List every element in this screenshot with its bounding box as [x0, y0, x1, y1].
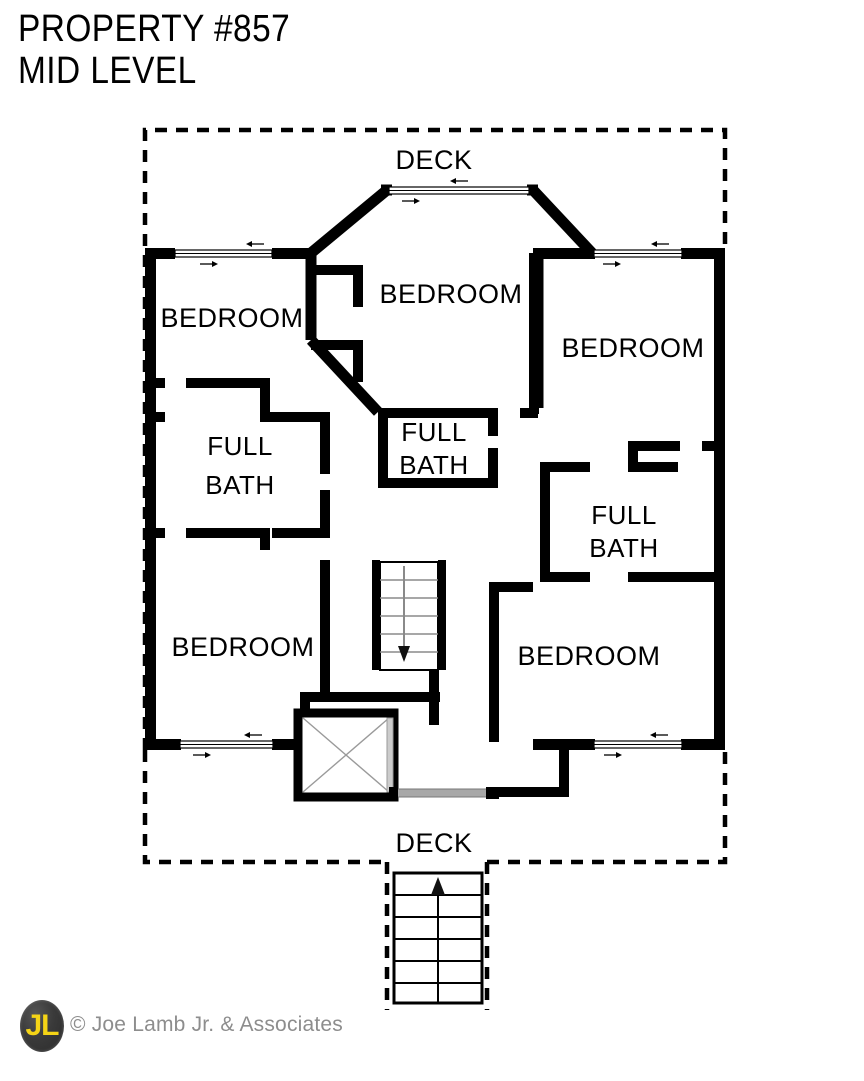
exterior-stair-side-rails	[384, 862, 490, 1010]
room-label-full-bath-left-line1: FULL	[207, 431, 273, 461]
room-label-full-bath-left-line2: BATH	[205, 470, 274, 500]
copyright-text: © Joe Lamb Jr. & Associates	[70, 1013, 343, 1036]
footer: JL © Joe Lamb Jr. & Associates	[20, 1000, 343, 1052]
room-label-bedroom-top-center: BEDROOM	[379, 279, 522, 309]
room-label-bedroom-top-right: BEDROOM	[561, 333, 704, 363]
slider-top-left-bedroom	[174, 241, 273, 267]
room-label-full-bath-right-line2: BATH	[589, 533, 658, 563]
deck-label-bottom: DECK	[395, 828, 472, 858]
deck-label-top: DECK	[395, 145, 472, 175]
interior-stair	[372, 560, 446, 671]
slider-top-right-bedroom	[593, 241, 683, 267]
room-label-full-bath-right-line1: FULL	[591, 500, 657, 530]
logo-initials: JL	[25, 1009, 59, 1042]
storage-closet	[293, 708, 399, 802]
page-title: PROPERTY #857 MID LEVEL	[18, 8, 518, 92]
deck-outline-top	[142, 127, 728, 750]
slider-bottom-right-bedroom	[593, 732, 683, 758]
center-bedroom-closet-walls	[311, 265, 363, 382]
title-line-property: PROPERTY #857	[18, 8, 291, 50]
slider-bottom-left-bedroom	[179, 732, 274, 758]
deck-outline-bottom	[142, 750, 728, 865]
room-label-bedroom-top-left: BEDROOM	[160, 303, 303, 333]
room-label-full-bath-center-line1: FULL	[401, 417, 467, 447]
slider-top-center-bedroom	[388, 178, 530, 204]
room-label-bedroom-bottom-left: BEDROOM	[171, 632, 314, 662]
title-line-level: MID LEVEL	[18, 50, 197, 92]
hall-bottom-wall	[489, 740, 569, 799]
room-label-full-bath-center-line2: BATH	[399, 450, 468, 480]
slider-storage-closet	[386, 717, 394, 793]
exterior-stair	[392, 871, 484, 1005]
hall-walls	[320, 560, 330, 700]
slider-hall-bottom	[389, 787, 498, 799]
joe-lamb-logo-icon: JL	[20, 1000, 64, 1052]
room-label-bedroom-bottom-right: BEDROOM	[517, 641, 660, 671]
